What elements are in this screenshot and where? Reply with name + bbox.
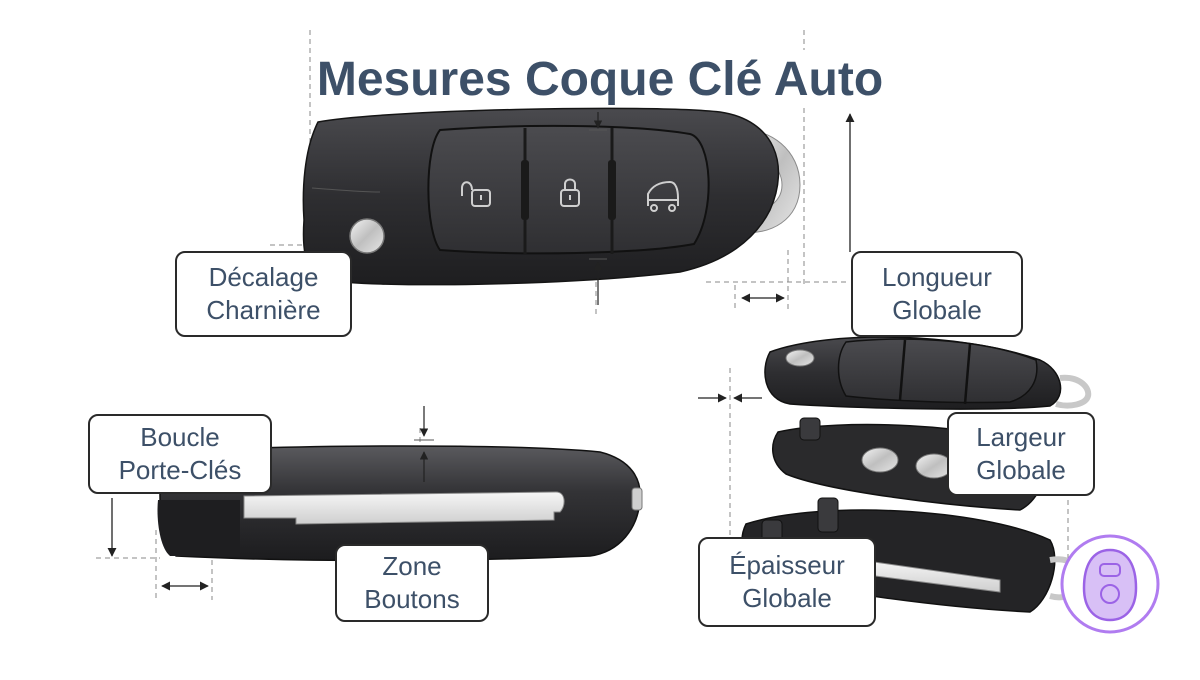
- label-line: Largeur: [976, 422, 1066, 452]
- label-overall-thickness: Épaisseur Globale: [698, 537, 876, 627]
- label-line: Porte-Clés: [118, 455, 242, 485]
- label-line: Longueur: [882, 262, 992, 292]
- label-line: Boucle: [140, 422, 220, 452]
- label-overall-width: Largeur Globale: [947, 412, 1095, 496]
- unlock-icon: [461, 181, 491, 207]
- label-line: Boutons: [364, 584, 460, 614]
- label-line: Zone: [382, 551, 442, 581]
- label-line: Globale: [976, 455, 1066, 485]
- label-line: Épaisseur: [729, 550, 845, 580]
- label-overall-length: Longueur Globale: [851, 251, 1023, 337]
- label-line: Globale: [892, 295, 982, 325]
- car-trunk-icon: [647, 180, 679, 212]
- label-line: Globale: [742, 583, 832, 613]
- key-fob-badge-icon: [1060, 534, 1160, 634]
- label-button-zone: Zone Boutons: [335, 544, 489, 622]
- key-side-view: [96, 406, 643, 600]
- lock-icon: [560, 178, 580, 207]
- label-hinge-offset: Décalage Charnière: [175, 251, 352, 337]
- label-line: Charnière: [206, 295, 321, 325]
- page-title: Mesures Coque Clé Auto: [316, 53, 884, 106]
- label-line: Décalage: [208, 262, 319, 292]
- label-key-ring-loop: Boucle Porte-Clés: [88, 414, 272, 494]
